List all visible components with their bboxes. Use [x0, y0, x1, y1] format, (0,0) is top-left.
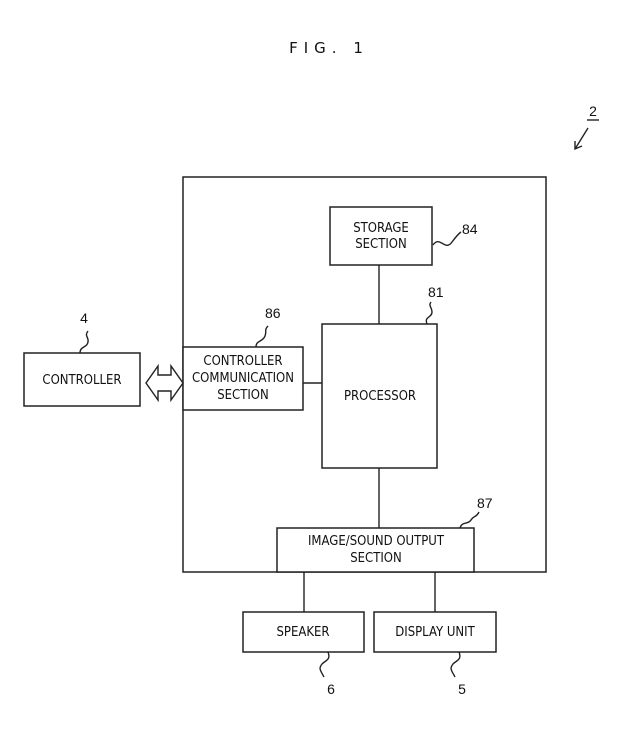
device-ref-arrow-icon [574, 127, 589, 151]
controller-comm-label-line1: CONTROLLER [203, 354, 282, 369]
controller-ref-leader [79, 330, 89, 354]
figure-title: FIG. 1 [289, 39, 369, 57]
display-ref-label: 5 [458, 681, 466, 697]
storage-label-line2: SECTION [355, 237, 407, 252]
controller-comm-ref-label: 86 [265, 305, 281, 321]
speaker-ref-label: 6 [327, 681, 335, 697]
controller-comm-label-line2: COMMUNICATION [192, 371, 294, 386]
image-sound-ref-label: 87 [477, 495, 493, 511]
controller-ref-label: 4 [80, 310, 88, 326]
display-unit-label: DISPLAY UNIT [395, 625, 475, 640]
processor-label: PROCESSOR [344, 389, 416, 404]
device-ref-label: 2 [589, 103, 597, 119]
storage-ref-leader [432, 231, 462, 246]
display-unit-block: DISPLAY UNIT [373, 611, 497, 653]
image-sound-ref-leader [459, 511, 480, 529]
processor-block: PROCESSOR [321, 323, 438, 469]
controller-comm-label-line3: SECTION [217, 388, 269, 403]
speaker-ref-leader [319, 651, 330, 678]
processor-ref-label: 81 [428, 284, 444, 300]
storage-ref-label: 84 [462, 221, 478, 237]
image-sound-label-line1: IMAGE/SOUND OUTPUT [308, 534, 445, 549]
bidirectional-arrow-icon [145, 363, 184, 403]
controller-label: CONTROLLER [42, 373, 121, 388]
controller-block: CONTROLLER [23, 352, 141, 407]
display-ref-leader [450, 651, 461, 678]
speaker-label: SPEAKER [276, 625, 329, 640]
image-sound-label-line2: SECTION [350, 551, 402, 566]
speaker-block: SPEAKER [242, 611, 365, 653]
controller-communication-block: CONTROLLER COMMUNICATION SECTION [182, 346, 304, 411]
storage-section-block: STORAGE SECTION [329, 206, 433, 266]
image-sound-output-block: IMAGE/SOUND OUTPUT SECTION [276, 527, 475, 573]
storage-label-line1: STORAGE [353, 221, 409, 236]
controller-comm-ref-leader [255, 325, 269, 348]
processor-ref-leader [425, 301, 433, 325]
